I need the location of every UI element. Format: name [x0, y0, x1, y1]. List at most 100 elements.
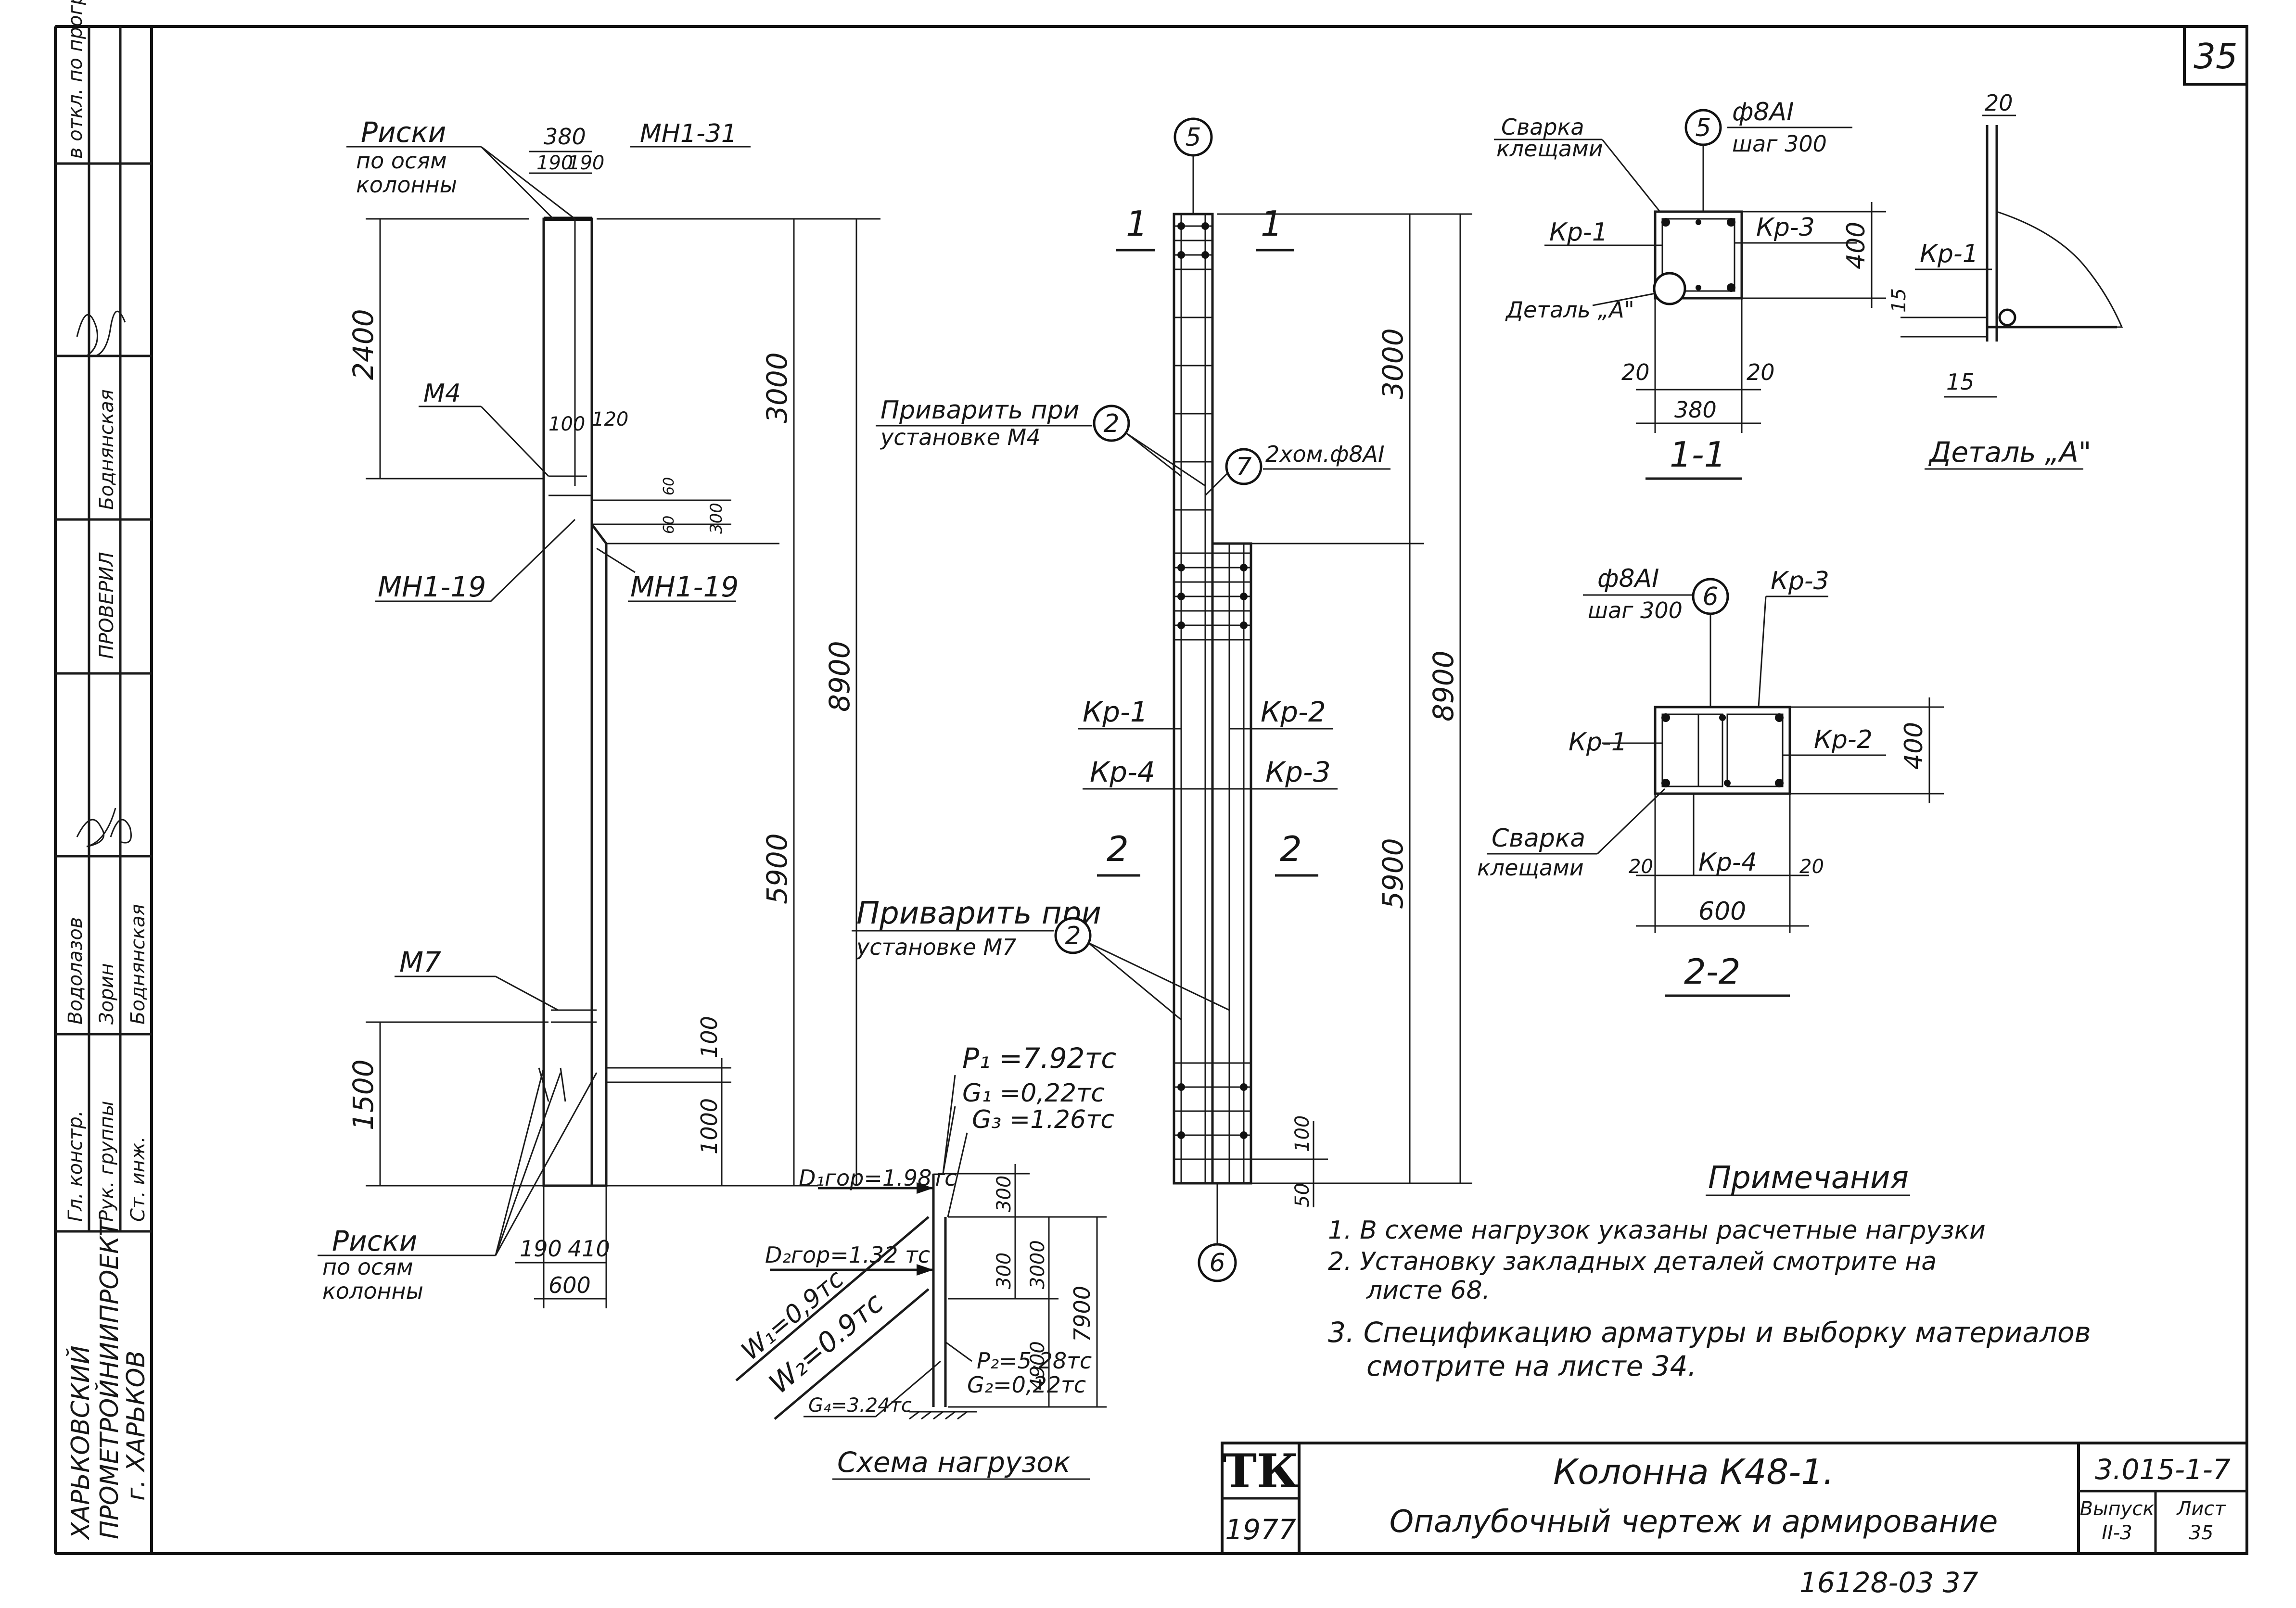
note-3b: смотрите на листе 34. [1366, 1350, 1696, 1382]
load-g2: G₂=0,22тс [967, 1372, 1086, 1398]
s11-kr1: Кр-1 [1549, 218, 1608, 247]
sheet-frame: 35 [54, 25, 2248, 1555]
dim-1500: 1500 [347, 1059, 380, 1130]
kr4-label: Кр-4 [1090, 756, 1155, 788]
signature-3 [110, 819, 132, 844]
axis-6: 6 [1209, 1249, 1225, 1278]
title-main: Колонна К48-1. [1553, 1452, 1834, 1492]
program-note: в откл. по программе АПК-12 [64, 0, 87, 159]
position-2-bottom: 2 [1065, 922, 1081, 950]
section-mark-1-left: 1 [1126, 203, 1148, 244]
dim-3000-r: 3000 [1377, 328, 1409, 399]
s11-weld-1: Сварка [1501, 114, 1584, 140]
dim-380: 380 [544, 124, 586, 150]
load-g1: G₁ =0,22тс [962, 1079, 1105, 1108]
section-1-1: Сварка клещами 5 ф8АI шаг 300 Кр-1 Кр-3 … [1494, 98, 1886, 480]
role-3: Ст. инж. [127, 1136, 149, 1222]
dim-8900: 8900 [823, 641, 856, 712]
dim-3000: 3000 [761, 352, 793, 423]
risk-bottom-label: Риски [332, 1225, 417, 1257]
dim-5900: 5900 [761, 833, 793, 904]
dim-100-r: 100 [1291, 1115, 1314, 1152]
detA-dim-20: 20 [1985, 90, 2013, 116]
dim-2400: 2400 [347, 309, 380, 380]
dim-60a: 60 [661, 477, 677, 495]
load-dim-7900: 7900 [1069, 1286, 1095, 1342]
dim-5900-r: 5900 [1377, 838, 1409, 909]
kr3-label: Кр-3 [1265, 756, 1331, 788]
dim-1000: 1000 [696, 1098, 722, 1154]
s22-caption: 2-2 [1684, 951, 1741, 992]
section-mark-1-right: 1 [1261, 203, 1283, 244]
detail-a: 20 Кр-1 15 15 Деталь „А" [1888, 90, 2123, 470]
load-g4: G₄=3.24тс [808, 1394, 912, 1417]
dim-8900-r: 8900 [1427, 650, 1460, 722]
s22-weld-1: Сварка [1492, 824, 1585, 853]
s22-step: шаг 300 [1588, 597, 1683, 623]
list-label: Лист [2176, 1498, 2226, 1520]
mark-mn1-19-left: МН1-19 [378, 570, 486, 603]
s22-kr1: Кр-1 [1569, 728, 1627, 757]
s22-dim-20a: 20 [1629, 856, 1653, 878]
notes-heading: Примечания [1708, 1160, 1909, 1196]
issue-value: II-3 [2102, 1522, 2132, 1544]
dim-410: 410 [568, 1236, 610, 1262]
s11-pos5: 5 [1695, 114, 1711, 142]
name-1: Водолазов [64, 917, 87, 1025]
note-3: 3. Спецификацию арматуры и выборку матер… [1328, 1316, 2091, 1349]
list-value: 35 [2189, 1522, 2214, 1544]
name-3: Боднянская [127, 904, 149, 1025]
load-p1: P₁ =7.92тс [962, 1042, 1116, 1075]
mark-mn1-19-right: МН1-19 [630, 570, 739, 603]
sheet-number: 35 [2194, 36, 2238, 76]
s22-dim-400: 400 [1900, 722, 1928, 770]
s11-dim-20b: 20 [1747, 359, 1775, 385]
column-ties [1174, 222, 1251, 1160]
section-mark-2-right: 2 [1280, 829, 1302, 869]
s22-dim-600: 600 [1698, 897, 1746, 926]
axis-5: 5 [1185, 123, 1201, 152]
s11-dim-20a: 20 [1621, 359, 1650, 385]
note-1: 1. В схеме нагрузок указаны расчетные на… [1328, 1216, 1986, 1245]
tk-logo: ТК [1223, 1444, 1299, 1498]
detA-caption: Деталь „А" [1928, 436, 2091, 468]
position-7-text: 2хом.ф8АI [1265, 441, 1385, 467]
load-d2: D₂гор=1.32 тс [765, 1242, 930, 1268]
load-dim-3000: 3000 [1027, 1240, 1049, 1289]
section-2-2: ф8АI шаг 300 6 Кр-3 Кр-1 Кр-2 400 Сварка… [1477, 564, 1944, 997]
risk-bottom-label-3: колонны [322, 1278, 423, 1304]
dim-190a: 190 [536, 152, 573, 174]
notes: Примечания 1. В схеме нагрузок указаны р… [1328, 1160, 2091, 1382]
title-sub: Опалубочный чертеж и армирование [1390, 1504, 1998, 1540]
dim-300: 300 [707, 503, 726, 534]
dim-120: 120 [592, 408, 628, 430]
load-scheme-caption: Схема нагрузок [837, 1446, 1071, 1479]
signature-1 [76, 311, 126, 357]
mark-m7: М7 [399, 946, 441, 978]
title-block: ТК 1977 Колонна К48-1. Опалубочный черте… [1221, 1442, 2248, 1555]
note-2b: листе 68. [1366, 1276, 1490, 1305]
position-2-top: 2 [1103, 409, 1119, 438]
role-1: Гл. констр. [64, 1111, 87, 1222]
s22-weld-2: клещами [1477, 855, 1584, 881]
weld-m4-line2: установке М4 [880, 424, 1041, 450]
s11-bar: ф8АI [1732, 98, 1794, 127]
dim-100b: 100 [696, 1016, 722, 1058]
weld-m7-line2: установке М7 [855, 934, 1017, 960]
position-7: 7 [1236, 453, 1251, 481]
signature-2 [76, 808, 116, 848]
load-scheme: P₁ =7.92тс G₁ =0,22тс G₃ =1.26тс D₁гор=1… [735, 1042, 1116, 1480]
risk-bottom-label-2: по осям [322, 1254, 413, 1280]
title-code: 3.015-1-7 [2095, 1453, 2231, 1486]
name-2: Зорин [96, 963, 118, 1025]
checked-name: Боднянская [96, 389, 118, 510]
section-mark-2-left: 2 [1107, 829, 1129, 869]
load-g3: G₃ =1.26тс [972, 1105, 1114, 1134]
dim-50-r: 50 [1291, 1183, 1314, 1207]
org-line-3: г. ХАРЬКОВ [122, 1351, 151, 1501]
mark-mn1-31: МН1-31 [640, 119, 737, 148]
detA-dim-15b: 15 [1946, 369, 1975, 395]
mark-m4: М4 [423, 379, 461, 408]
s22-pos6: 6 [1702, 582, 1718, 611]
